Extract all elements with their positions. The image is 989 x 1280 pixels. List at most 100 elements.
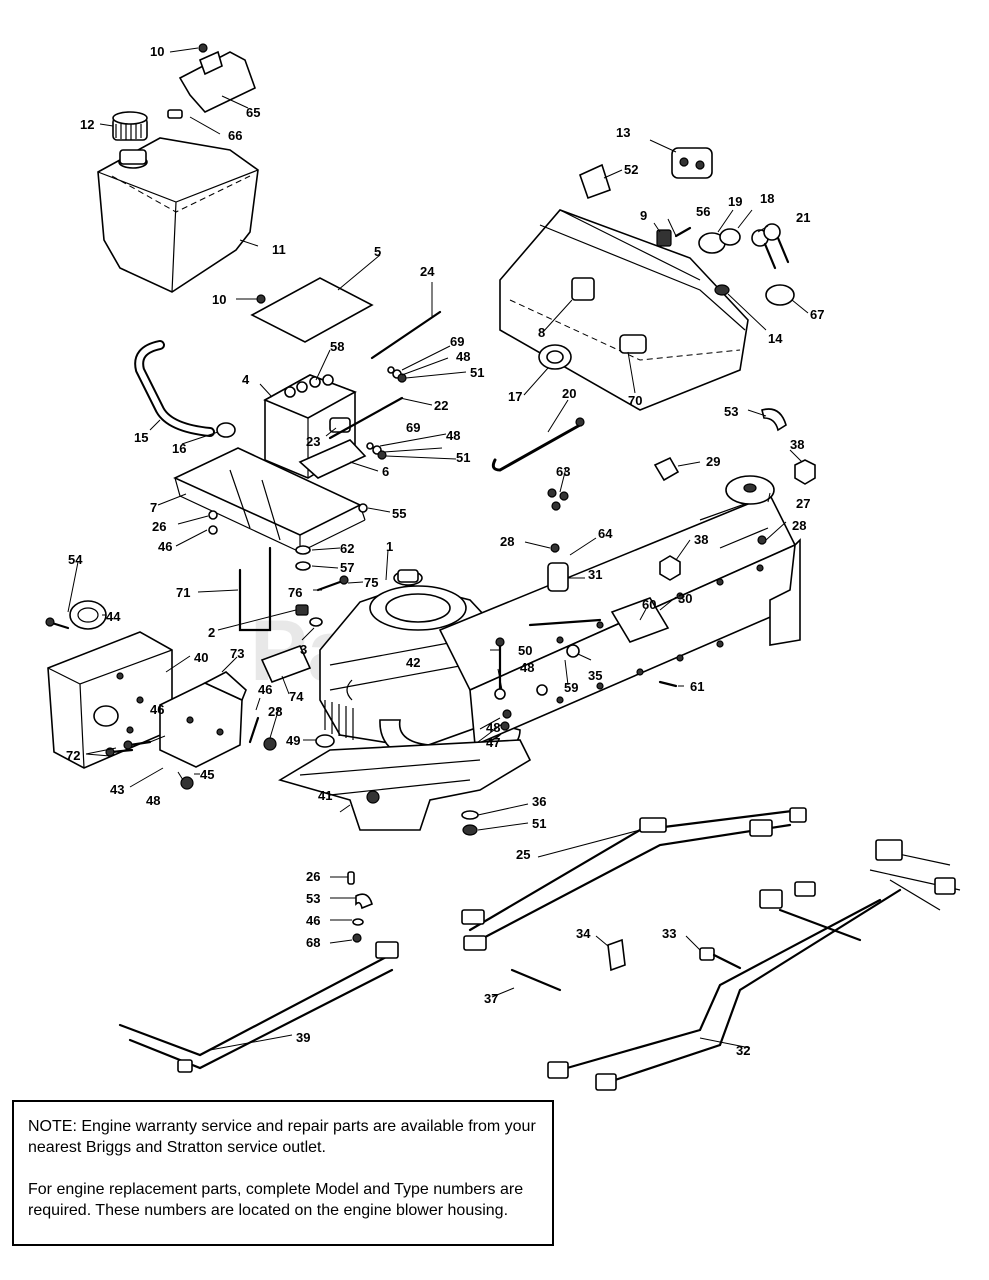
callout-28: 28 — [268, 704, 282, 719]
battery-rod-24 — [370, 310, 442, 360]
callout-44: 44 — [106, 609, 121, 624]
callout-62: 62 — [340, 541, 354, 556]
note-warranty-text: NOTE: Engine warranty service and repair… — [28, 1118, 536, 1156]
callout-20: 20 — [562, 386, 576, 401]
switch-70 — [619, 334, 647, 354]
callout-58: 58 — [330, 339, 344, 354]
callout-7: 7 — [150, 500, 157, 515]
callout-45: 45 — [200, 767, 214, 782]
callout-10: 10 — [212, 292, 226, 307]
ignition-switch — [538, 344, 572, 370]
callout-52: 52 — [624, 162, 638, 177]
headlight-27 — [725, 475, 775, 505]
callout-35: 35 — [588, 668, 602, 683]
screw-28 — [757, 535, 767, 545]
callout-50: 50 — [518, 643, 532, 658]
harness-25 — [461, 807, 807, 951]
battery-strap — [298, 439, 367, 479]
callout-19: 19 — [728, 194, 742, 209]
fuel-tank-pad — [167, 109, 183, 119]
battery-cover — [250, 277, 374, 343]
callout-60: 60 — [642, 597, 656, 612]
plate-74 — [260, 644, 312, 684]
callout-38: 38 — [694, 532, 708, 547]
callout-66: 66 — [228, 128, 242, 143]
callout-61: 61 — [690, 679, 704, 694]
callout-32: 32 — [736, 1043, 750, 1058]
callout-31: 31 — [588, 567, 602, 582]
j-bolt-71 — [238, 546, 272, 632]
callout-48: 48 — [486, 720, 500, 735]
callout-36: 36 — [532, 794, 546, 809]
ignition-keys-21 — [751, 223, 790, 270]
callout-16: 16 — [172, 441, 186, 456]
callout-51: 51 — [456, 450, 470, 465]
callout-38: 38 — [790, 437, 804, 452]
callout-65: 65 — [246, 105, 260, 120]
callout-2: 2 — [208, 625, 215, 640]
callout-59: 59 — [564, 680, 578, 695]
nut-2 — [295, 604, 309, 616]
callout-10: 10 — [150, 44, 164, 59]
callout-68: 68 — [306, 935, 320, 950]
callout-76: 76 — [288, 585, 302, 600]
callout-53: 53 — [724, 404, 738, 419]
washer-57 — [295, 561, 311, 571]
callout-74: 74 — [289, 689, 304, 704]
callout-70: 70 — [628, 393, 642, 408]
callout-11: 11 — [272, 242, 286, 257]
callout-43: 43 — [110, 782, 124, 797]
callout-30: 30 — [678, 591, 692, 606]
bolt-76 — [316, 575, 349, 592]
callout-75: 75 — [364, 575, 378, 590]
callout-67: 67 — [810, 307, 824, 322]
callout-9: 9 — [640, 208, 647, 223]
callout-14: 14 — [768, 331, 783, 346]
callout-3: 3 — [300, 642, 307, 657]
callout-15: 15 — [134, 430, 148, 445]
callout-54: 54 — [68, 552, 83, 567]
fuel-cap — [112, 111, 148, 141]
callout-29: 29 — [706, 454, 720, 469]
callout-56: 56 — [696, 204, 710, 219]
callout-48: 48 — [446, 428, 460, 443]
clip-53 — [761, 408, 787, 432]
callout-12: 12 — [80, 117, 94, 132]
gasket-44 — [69, 600, 107, 630]
callout-23: 23 — [306, 434, 320, 449]
callout-55: 55 — [392, 506, 406, 521]
callout-46: 46 — [306, 913, 320, 928]
callout-48: 48 — [456, 349, 470, 364]
callout-4: 4 — [242, 372, 250, 387]
callout-49: 49 — [286, 733, 300, 748]
clip-34 — [607, 938, 626, 972]
callout-64: 64 — [598, 526, 613, 541]
callout-51: 51 — [532, 816, 546, 831]
callout-33: 33 — [662, 926, 676, 941]
note-replacement-text: For engine replacement parts, complete M… — [28, 1181, 524, 1219]
callout-1: 1 — [386, 539, 393, 554]
callout-24: 24 — [420, 264, 435, 279]
callout-22: 22 — [434, 398, 448, 413]
callout-8: 8 — [538, 325, 545, 340]
fuel-tank — [97, 137, 259, 293]
nut-10 — [256, 294, 266, 304]
washer-62 — [295, 545, 311, 555]
muffler — [47, 631, 173, 769]
bracket-52 — [579, 163, 611, 200]
callout-26: 26 — [152, 519, 166, 534]
callout-27: 27 — [796, 496, 810, 511]
callout-34: 34 — [576, 926, 591, 941]
harness-39 — [118, 941, 399, 1073]
callout-48: 48 — [520, 660, 534, 675]
callout-40: 40 — [194, 650, 208, 665]
callout-47: 47 — [486, 735, 500, 750]
connector-33 — [699, 947, 742, 970]
callout-46: 46 — [158, 539, 172, 554]
switch-67 — [765, 284, 795, 306]
callout-28: 28 — [792, 518, 806, 533]
leader-lines — [67, 47, 809, 1051]
battery-hardware — [208, 366, 407, 535]
bolt-54 — [45, 617, 70, 630]
